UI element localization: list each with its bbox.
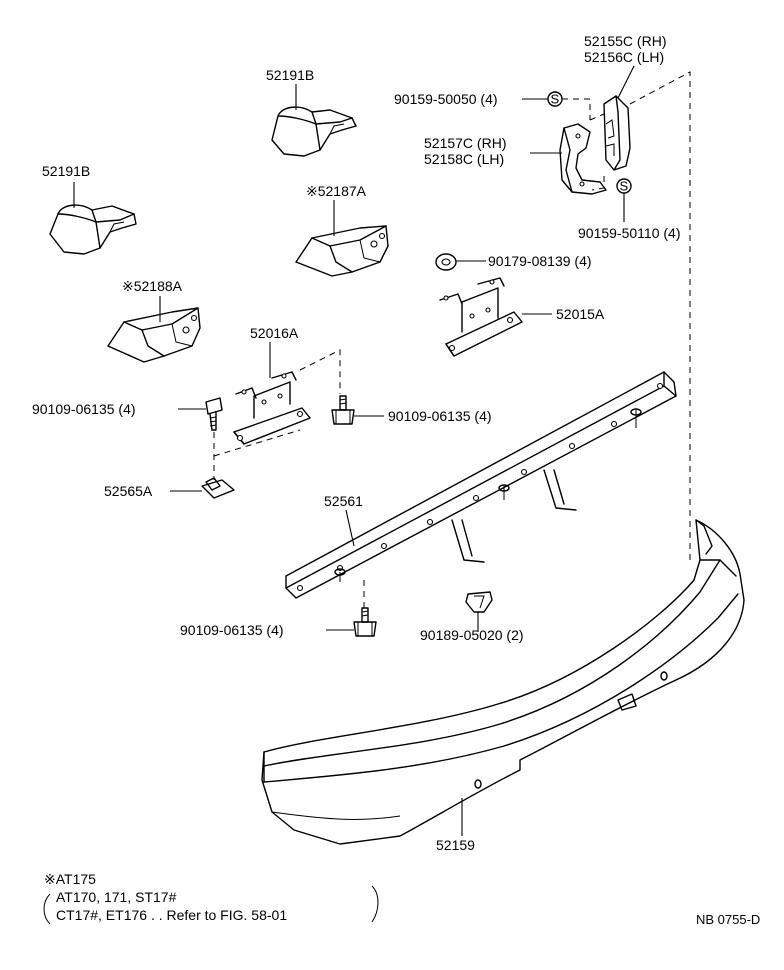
label-52188a: ※52188A xyxy=(122,278,183,294)
dash-bracket-upper xyxy=(299,349,341,394)
label-52191b-top: 52191B xyxy=(266,67,314,83)
label-52561: 52561 xyxy=(324,493,363,509)
figure-id: NB 0755-D xyxy=(696,912,760,927)
part-90109-06135-left[interactable] xyxy=(205,397,223,431)
part-52155c-bracket[interactable] xyxy=(603,95,631,171)
label-52015a: 52015A xyxy=(556,306,605,322)
part-90179-08139[interactable] xyxy=(435,253,457,271)
note-at175: ※AT175 xyxy=(44,871,96,887)
part-52159-bumper-cover[interactable] xyxy=(261,519,745,845)
clip-symbol: S xyxy=(551,92,560,107)
label-90109-06135-right: 90109-06135 (4) xyxy=(388,408,492,424)
part-52191b-top[interactable] xyxy=(271,106,357,157)
label-90109-06135-bottom: 90109-06135 (4) xyxy=(180,622,284,638)
dash-to-bumper xyxy=(629,71,691,560)
leader-52561 xyxy=(345,509,355,547)
part-52015a[interactable] xyxy=(439,277,523,357)
note-models: AT170, 171, ST17# xyxy=(56,889,177,905)
dash-clip-top-2 xyxy=(589,113,605,121)
label-52156c: 52156C (LH) xyxy=(584,49,664,65)
part-52561-reinforcement[interactable] xyxy=(285,371,677,599)
part-52191b-left[interactable] xyxy=(49,204,137,255)
label-52191b-left: 52191B xyxy=(42,163,90,179)
leader-52155c xyxy=(617,65,635,99)
label-52155c: 52155C (RH) xyxy=(584,33,666,49)
part-90109-06135-bottom[interactable] xyxy=(353,607,377,637)
clip-symbol: S xyxy=(620,179,629,194)
label-52158c: 52158C (LH) xyxy=(424,151,504,167)
part-52187a[interactable] xyxy=(295,225,389,277)
notes-block: ※AT175 AT170, 171, ST17# CT17#, ET176 . … xyxy=(43,871,379,925)
label-52187a: ※52187A xyxy=(306,183,367,199)
note-bracket-left xyxy=(43,893,51,925)
note-bracket-right xyxy=(371,885,379,923)
note-refer: CT17#, ET176 . . Refer to FIG. 58-01 xyxy=(56,907,287,923)
label-90109-06135-left: 90109-06135 (4) xyxy=(32,401,136,417)
dash-clip-top xyxy=(562,98,591,120)
label-90159-50050: 90159-50050 (4) xyxy=(394,91,498,107)
part-90189-05020[interactable] xyxy=(465,591,493,613)
label-52016a: 52016A xyxy=(250,325,299,341)
label-90189-05020: 90189-05020 (2) xyxy=(420,627,524,643)
part-52016a[interactable] xyxy=(233,371,311,445)
dash-clip-bottom xyxy=(591,176,605,191)
label-52565a: 52565A xyxy=(104,483,153,499)
label-52157c: 52157C (RH) xyxy=(424,135,506,151)
dash-bracket-lower xyxy=(213,429,301,457)
clip-90159-50050[interactable]: S xyxy=(547,91,563,107)
label-52159: 52159 xyxy=(436,837,475,853)
label-90179-08139: 90179-08139 (4) xyxy=(488,253,592,269)
part-52157c-bracket[interactable] xyxy=(559,123,607,195)
clip-90159-50110[interactable]: S xyxy=(616,178,632,194)
label-90159-50110: 90159-50110 (4) xyxy=(578,225,680,241)
part-52565a[interactable] xyxy=(201,477,235,499)
part-90109-06135-right[interactable] xyxy=(331,395,355,425)
part-52188a[interactable] xyxy=(107,307,201,363)
